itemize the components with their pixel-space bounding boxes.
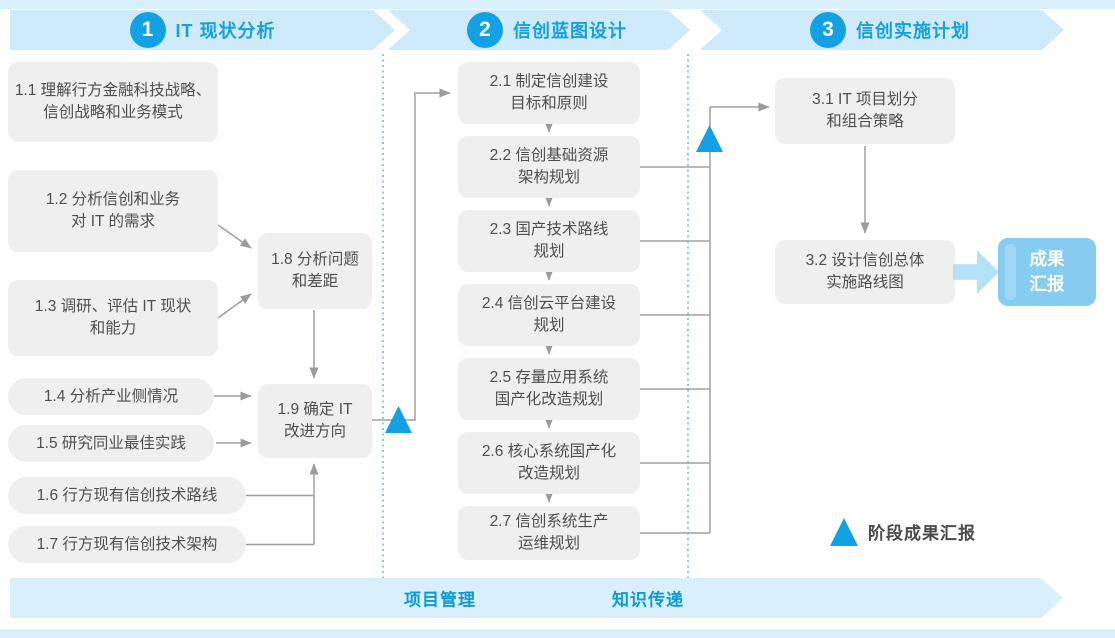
step-1-8: 1.8 分析问题 和差距	[258, 233, 372, 309]
step-2-1: 2.1 制定信创建设 目标和原则	[458, 62, 640, 124]
bottom-ribbon-strip	[0, 629, 1115, 638]
step-1-1: 1.1 理解行方金融科技战略、 信创战略和业务模式	[8, 62, 218, 142]
phase-number-badge-2: 2	[467, 12, 503, 48]
phase-number-badge-1: 1	[129, 12, 166, 48]
phase-title-3: 信创实施计划	[856, 21, 970, 41]
step-3-2: 3.2 设计信创总体 实施路线图	[775, 240, 955, 304]
step-1-2: 1.2 分析信创和业务 对 IT 的需求	[8, 170, 218, 252]
phase1-connectors	[214, 88, 451, 546]
milestone-triangle-1	[385, 406, 412, 433]
step-1-9: 1.9 确定 IT 改进方向	[258, 384, 372, 458]
top-ribbon-strip	[0, 0, 1115, 9]
phase-banner-1: 1 IT 现状分析	[10, 10, 395, 50]
legend-label: 阶段成果汇报	[868, 524, 976, 543]
step-2-3: 2.3 国产技术路线 规划	[458, 210, 640, 272]
step-1-5: 1.5 研究同业最佳实践	[8, 425, 214, 462]
step-2-5: 2.5 存量应用系统 国产化改造规划	[458, 358, 640, 420]
phase-title-2: 信创蓝图设计	[513, 21, 627, 41]
step-2-6: 2.6 核心系统国产化 改造规划	[458, 432, 640, 494]
result-box-stripe	[1005, 244, 1016, 300]
step-1-4: 1.4 分析产业侧情况	[8, 378, 214, 415]
step-3-1: 3.1 IT 项目划分 和组合策略	[775, 78, 955, 144]
bottom-label-project-management: 项目管理	[404, 590, 476, 610]
step-2-2: 2.2 信创基础资源 架构规划	[458, 136, 640, 198]
step-1-3: 1.3 调研、评估 IT 现状 和能力	[8, 280, 218, 356]
phase-banner-2: 2 信创蓝图设计	[388, 10, 690, 50]
step-1-7: 1.7 行方现有信创技术架构	[8, 526, 246, 563]
phase2-collector-lines	[640, 102, 770, 534]
bottom-label-knowledge-transfer: 知识传递	[612, 590, 684, 610]
step-2-7: 2.7 信创系统生产 运维规划	[458, 506, 640, 560]
step-1-6: 1.6 行方现有信创技术路线	[8, 477, 246, 514]
phase-banner-3: 3 信创实施计划	[700, 10, 1064, 50]
bottom-banner: 项目管理 知识传递	[10, 578, 1063, 618]
phase-title-1: IT 现状分析	[175, 21, 276, 41]
phase-number-badge-3: 3	[810, 12, 846, 48]
result-report-box: 成果 汇报	[998, 238, 1096, 306]
step-2-4: 2.4 信创云平台建设 规划	[458, 284, 640, 346]
legend-triangle-icon	[830, 518, 858, 546]
milestone-triangle-2	[696, 125, 723, 152]
